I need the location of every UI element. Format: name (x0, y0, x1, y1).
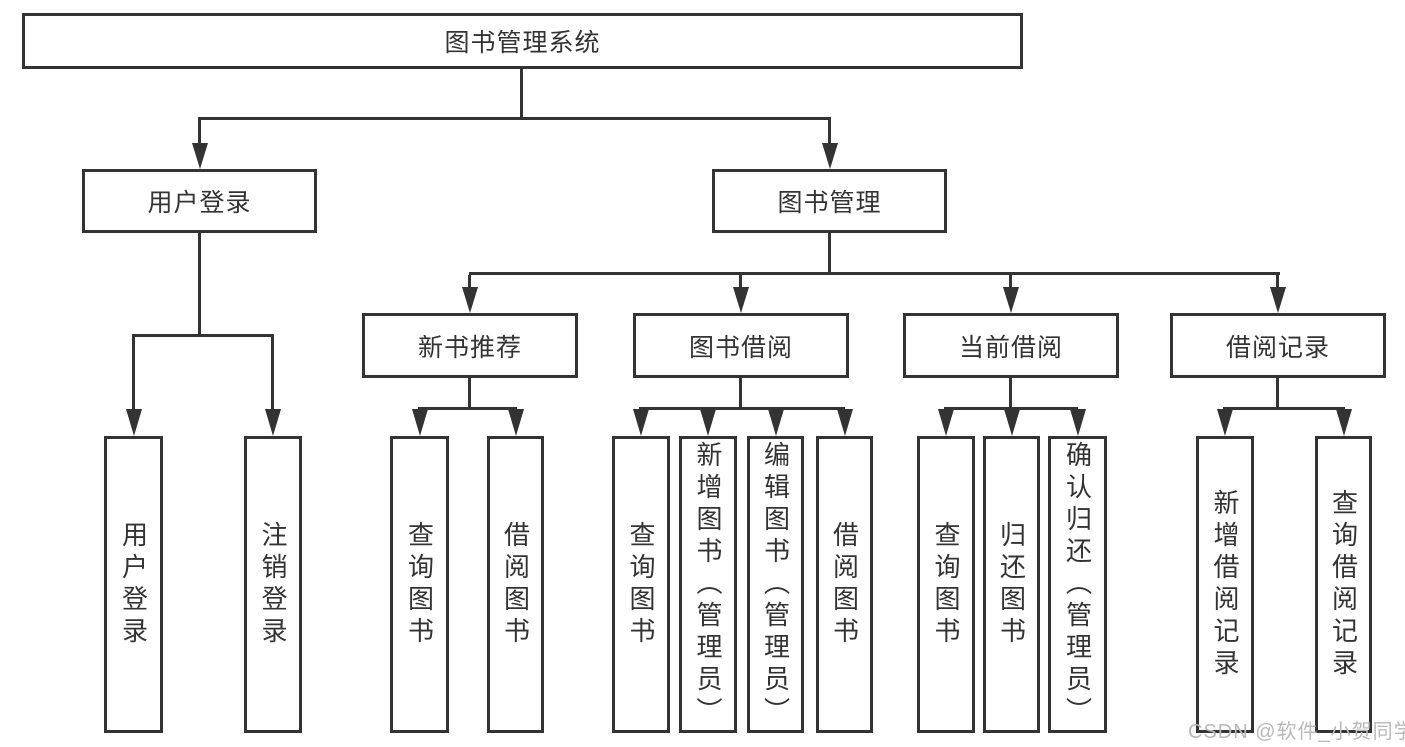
leaf-borrow-books-borrowing: 借阅图书 (816, 436, 873, 733)
leaf-label: 新增图书（管理员） (693, 440, 723, 729)
leaf-label: 归还图书 (996, 520, 1027, 649)
leaf-label: 新增借阅记录 (1210, 488, 1240, 681)
node-new-book-recommendation: 新书推荐 (362, 313, 578, 378)
arrowhead-down (1270, 287, 1286, 313)
arrowhead-down (1217, 409, 1233, 436)
node-label: 图书管理 (777, 189, 882, 217)
arrowhead-down (837, 409, 853, 436)
node-label: 借阅记录 (1225, 333, 1330, 362)
leaf-confirm-return-admin: 确认归还（管理员） (1048, 436, 1107, 733)
leaf-user-login: 用户登录 (104, 436, 163, 733)
leaf-label: 确认归还（管理员） (1062, 440, 1093, 729)
arrowhead-down (633, 409, 649, 436)
arrowhead-down (508, 409, 524, 436)
connector-vline (1276, 378, 1279, 409)
arrowhead-down (768, 409, 784, 436)
csdn-watermark: CSDN @软件_小贺同学 (1188, 721, 1405, 743)
leaf-borrow-books-recommend: 借阅图书 (487, 436, 544, 733)
leaf-edit-books-admin: 编辑图书（管理员） (747, 436, 804, 733)
leaf-label: 查询图书 (626, 520, 656, 649)
leaf-query-books-current: 查询图书 (917, 436, 975, 733)
leaf-query-books-borrowing: 查询图书 (612, 436, 670, 733)
node-user-login: 用户登录 (82, 169, 317, 233)
node-book-borrowing: 图书借阅 (633, 313, 849, 378)
connector-hline (469, 272, 1280, 275)
leaf-label: 编辑图书（管理员） (760, 440, 791, 729)
connector-vline (198, 120, 201, 143)
connector-vline (1009, 275, 1012, 287)
arrowhead-down (1004, 409, 1020, 436)
arrowhead-down (412, 409, 428, 436)
arrowhead-down (1070, 409, 1086, 436)
node-borrowing-records: 借阅记录 (1170, 313, 1386, 378)
arrowhead-down (126, 409, 142, 436)
connector-vline (1276, 275, 1279, 287)
arrowhead-down (462, 287, 478, 313)
leaf-label: 注销登录 (258, 520, 288, 649)
node-label: 图书管理系统 (444, 29, 601, 57)
arrowhead-down (733, 287, 749, 313)
connector-hline (198, 117, 831, 120)
node-label: 新书推荐 (417, 333, 522, 362)
node-book-management: 图书管理 (712, 169, 947, 233)
leaf-add-books-admin: 新增图书（管理员） (679, 436, 737, 733)
connector-vline (828, 120, 831, 143)
connector-vline (1009, 378, 1012, 409)
connector-vline (739, 275, 742, 287)
node-root-library-management-system: 图书管理系统 (22, 13, 1023, 69)
connector-vline (828, 233, 831, 272)
connector-vline (468, 378, 471, 409)
connector-hline (639, 407, 845, 410)
leaf-label: 查询图书 (931, 520, 961, 649)
leaf-label: 借阅图书 (829, 520, 860, 649)
connector-vline (520, 69, 523, 118)
connector-hline (418, 407, 517, 410)
leaf-add-borrow-record: 新增借阅记录 (1196, 436, 1254, 733)
connector-hline (944, 407, 1078, 410)
arrowhead-down (1003, 287, 1019, 313)
connector-vline (132, 334, 135, 409)
arrowhead-down (700, 409, 716, 436)
connector-vline (468, 275, 471, 287)
leaf-logout: 注销登录 (244, 436, 302, 733)
node-label: 当前借阅 (958, 333, 1063, 362)
connector-hline (132, 334, 274, 337)
arrowhead-down (192, 143, 208, 169)
node-current-borrowing: 当前借阅 (903, 313, 1119, 378)
arrowhead-down (938, 409, 954, 436)
leaf-label: 用户登录 (118, 520, 149, 649)
connector-vline (739, 378, 742, 409)
arrowhead-down (822, 143, 838, 169)
leaf-return-books: 归还图书 (983, 436, 1040, 733)
arrowhead-down (1336, 409, 1352, 436)
node-label: 图书借阅 (688, 333, 793, 362)
leaf-query-books-recommend: 查询图书 (390, 436, 449, 733)
leaf-query-borrow-record: 查询借阅记录 (1315, 436, 1372, 733)
leaf-label: 查询图书 (404, 520, 435, 649)
arrowhead-down (265, 409, 281, 436)
connector-hline (1223, 407, 1345, 410)
connector-vline (198, 233, 201, 336)
node-label: 用户登录 (147, 189, 252, 217)
connector-vline (271, 334, 274, 409)
leaf-label: 查询借阅记录 (1328, 488, 1359, 681)
leaf-label: 借阅图书 (500, 520, 531, 649)
